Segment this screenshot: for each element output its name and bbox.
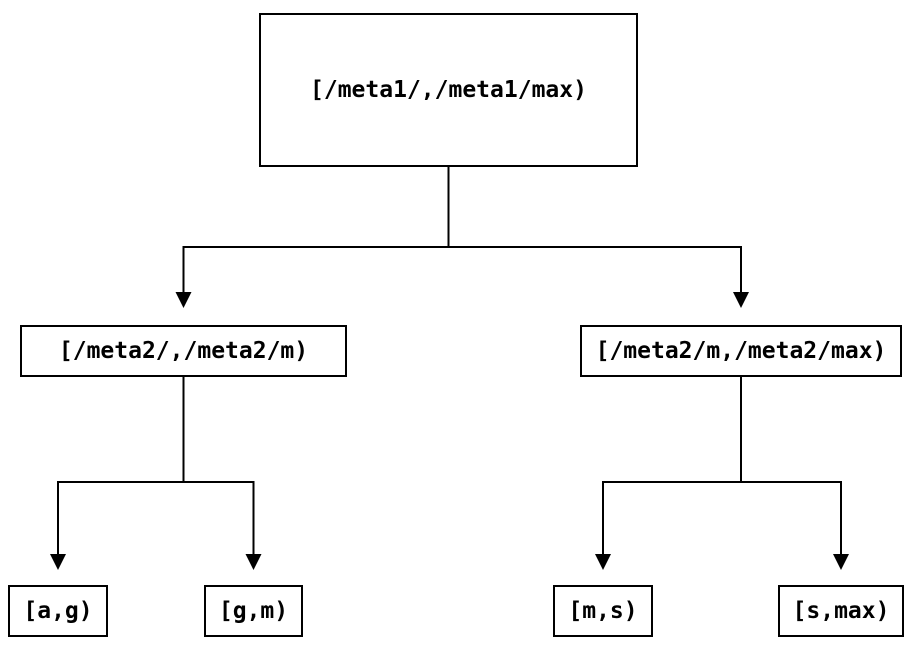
node-meta2-left-range: [/meta2/,/meta2/m) xyxy=(20,325,347,377)
arrowhead-down-icon xyxy=(175,292,192,308)
edge-midleft-to-leaves xyxy=(50,377,262,570)
node-leaf-g-m: [g,m) xyxy=(204,585,303,637)
arrowhead-down-icon xyxy=(833,554,849,570)
node-leaf-a-g: [a,g) xyxy=(8,585,108,637)
arrowhead-down-icon xyxy=(733,292,749,308)
edge-midright-to-leaves xyxy=(595,377,849,570)
arrowhead-down-icon xyxy=(245,554,262,570)
edge-root-to-children xyxy=(175,167,749,308)
arrowhead-down-icon xyxy=(595,554,611,570)
node-root-range: [/meta1/,/meta1/max) xyxy=(259,13,638,167)
node-leaf-s-max: [s,max) xyxy=(778,585,904,637)
node-meta2-right-range: [/meta2/m,/meta2/max) xyxy=(580,325,902,377)
node-leaf-m-s: [m,s) xyxy=(553,585,653,637)
arrowhead-down-icon xyxy=(50,554,66,570)
